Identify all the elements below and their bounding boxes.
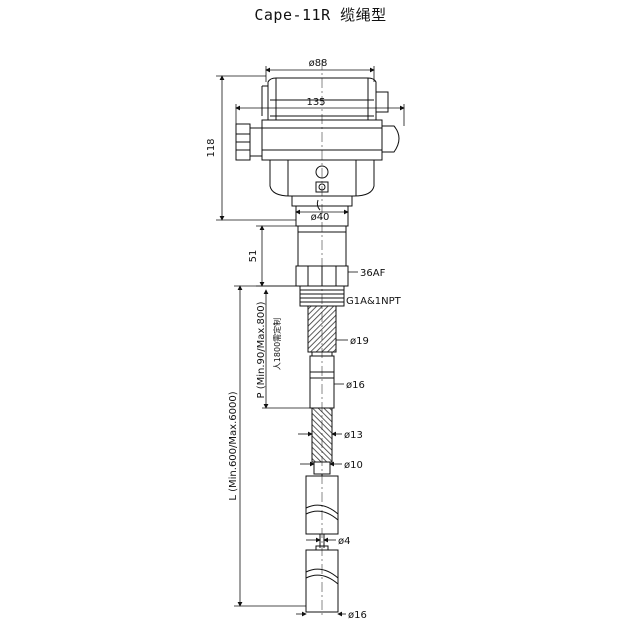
dim-d10: ø10 (344, 460, 363, 471)
dim-d88: ø88 (309, 58, 328, 69)
dim-p-label: P (Min.90/Max.800) (256, 301, 267, 398)
dim-135: 135 (306, 97, 325, 108)
dim-36af: 36AF (360, 268, 386, 279)
housing-body (235, 119, 400, 211)
dim-d4: ø4 (338, 536, 350, 547)
dim-d16-lower: ø16 (348, 610, 367, 621)
dim-thread: G1A&1NPT (346, 296, 402, 307)
drawing-title: Cape-11R 缆绳型 (254, 6, 387, 24)
dimension-lines (216, 66, 405, 617)
dim-l-label: L (Min.600/Max.6000) (228, 391, 239, 500)
dim-d13: ø13 (344, 430, 363, 441)
rod-d16 (309, 355, 335, 409)
dim-d19: ø19 (350, 336, 369, 347)
dim-p-note: 人1800需定制 (272, 318, 282, 370)
dim-d16-upper: ø16 (346, 380, 365, 391)
dim-51: 51 (248, 250, 259, 263)
dim-118: 118 (206, 138, 217, 157)
dim-d40: ø40 (311, 212, 330, 223)
